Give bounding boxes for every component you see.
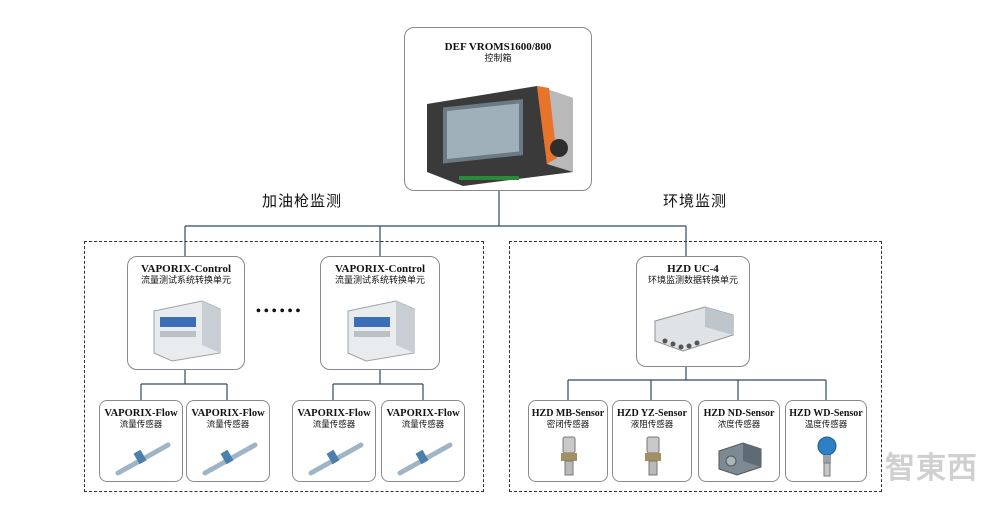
hzd-sensor-title: HZD ND-Sensor [703, 408, 775, 419]
hzd-unit-title: HZD UC-4 [667, 263, 719, 275]
flow-sensor-box-3: VAPORIX-Flow 流量传感器 [292, 400, 376, 482]
controller-device-icon [427, 86, 573, 186]
junction-box-icon [654, 306, 734, 352]
flow-sensor-title: VAPORIX-Flow [386, 408, 460, 419]
flow-sensor-icon [308, 442, 364, 476]
control-unit-icon [347, 300, 415, 362]
hzd-sensor-box-mb: HZD MB-Sensor 密闭传感器 [528, 400, 608, 482]
flow-sensor-box-4: VAPORIX-Flow 流量传感器 [381, 400, 465, 482]
controller-subtitle: 控制箱 [484, 54, 512, 64]
hzd-unit-subtitle: 环境监测数据转换单元 [647, 276, 738, 286]
flow-sensor-title: VAPORIX-Flow [297, 408, 371, 419]
flow-sensor-subtitle: 流量传感器 [206, 420, 250, 430]
hzd-unit-box: HZD UC-4 环境监测数据转换单元 [636, 256, 750, 367]
flow-sensor-subtitle: 流量传感器 [119, 420, 163, 430]
flow-sensor-icon [115, 442, 171, 476]
hzd-sensor-subtitle: 温度传感器 [804, 420, 848, 430]
section-label-fuel-nozzle: 加油枪监测 [262, 192, 343, 210]
flow-sensor-subtitle: 流量传感器 [312, 420, 356, 430]
hzd-sensor-box-wd: HZD WD-Sensor 温度传感器 [785, 400, 867, 482]
ellipsis: •••••• [256, 304, 304, 319]
fuel-nozzle-monitoring-group [84, 241, 484, 492]
hzd-sensor-title: HZD WD-Sensor [789, 408, 863, 419]
hzd-sensor-subtitle: 浓度传感器 [717, 420, 761, 430]
flow-sensor-title: VAPORIX-Flow [191, 408, 265, 419]
vaporix-control-subtitle: 流量测试系统转换单元 [140, 276, 231, 286]
pressure-sensor-icon [645, 436, 661, 476]
controller-title: DEF VROMS1600/800 [444, 41, 552, 53]
vaporix-control-box-1: VAPORIX-Control 流量测试系统转换单元 [127, 256, 245, 370]
pressure-sensor-icon [561, 436, 577, 476]
hzd-sensor-box-nd: HZD ND-Sensor 浓度传感器 [698, 400, 780, 482]
hzd-sensor-title: HZD MB-Sensor [531, 408, 605, 419]
section-label-environment: 环境监测 [663, 192, 728, 210]
flow-sensor-box-2: VAPORIX-Flow 流量传感器 [186, 400, 270, 482]
hzd-sensor-subtitle: 液阻传感器 [630, 420, 674, 430]
flow-sensor-box-1: VAPORIX-Flow 流量传感器 [99, 400, 183, 482]
temperature-sensor-icon [817, 436, 837, 477]
hzd-sensor-title: HZD YZ-Sensor [617, 408, 687, 419]
hzd-sensor-box-yz: HZD YZ-Sensor 液阻传感器 [612, 400, 692, 482]
flow-sensor-subtitle: 流量传感器 [401, 420, 445, 430]
vaporix-control-title: VAPORIX-Control [140, 263, 232, 275]
hzd-sensor-subtitle: 密闭传感器 [546, 420, 590, 430]
environment-monitoring-group [509, 241, 882, 492]
flow-sensor-title: VAPORIX-Flow [104, 408, 178, 419]
controller-box: DEF VROMS1600/800 控制箱 [404, 27, 592, 191]
flow-sensor-icon [397, 442, 453, 476]
vaporix-control-box-2: VAPORIX-Control 流量测试系统转换单元 [320, 256, 440, 370]
watermark-logo: 智東西 [885, 451, 978, 486]
vaporix-control-subtitle: 流量测试系统转换单元 [334, 276, 425, 286]
control-unit-icon [153, 300, 221, 362]
vaporix-control-title: VAPORIX-Control [334, 263, 426, 275]
flow-sensor-icon [202, 442, 258, 476]
gas-detector-icon [718, 442, 762, 476]
